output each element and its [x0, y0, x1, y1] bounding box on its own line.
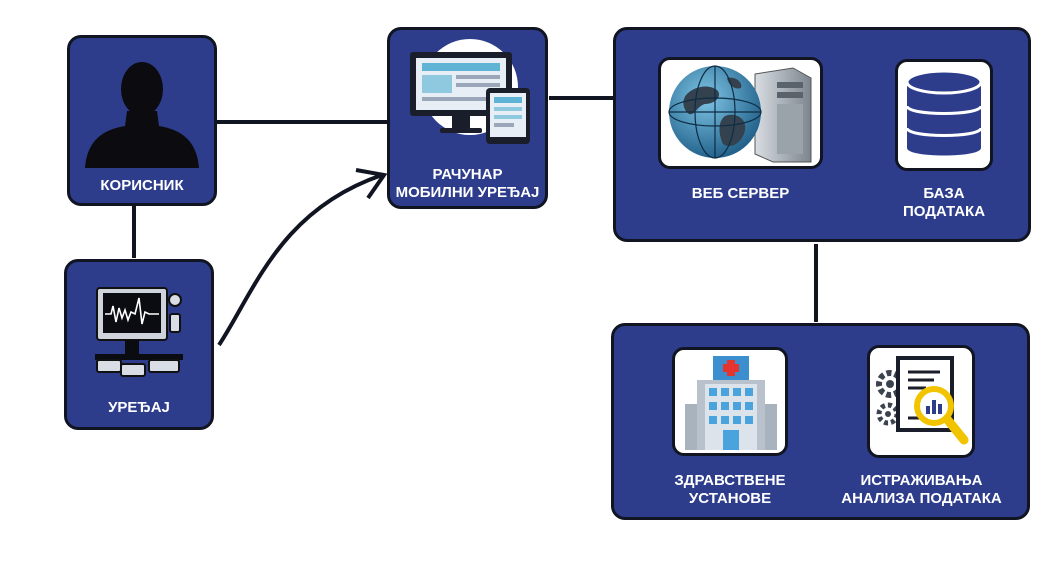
computer-node: РАЧУНАР МОБИЛНИ УРЕЂАЈ [387, 27, 548, 209]
device-label: УРЕЂАЈ [108, 399, 170, 416]
health-tile [672, 347, 788, 456]
computer-label: РАЧУНАР МОБИЛНИ УРЕЂАЈ [395, 166, 540, 201]
user-node: КОРИСНИК [67, 35, 217, 206]
medical-monitor-icon [95, 287, 183, 377]
database-label: БАЗА ПОДАТАКА [902, 185, 986, 220]
consumers-group: ЗДРАВСТВЕНЕ УСТАНОВЕ ИСТРАЖИВАЊА АНАЛИЗА… [611, 323, 1030, 520]
user-label: КОРИСНИК [100, 177, 184, 194]
database-tile [895, 59, 993, 171]
device-to-computer-arrow [217, 173, 383, 347]
research-label: ИСТРАЖИВАЊА АНАЛИЗА ПОДАТАКА [841, 472, 1002, 507]
research-tile [867, 345, 975, 458]
globe-server-icon [668, 65, 812, 163]
computer-tablet-icon [410, 52, 530, 144]
health-label: ЗДРАВСТВЕНЕ УСТАНОВЕ [674, 472, 786, 507]
web-server-tile [658, 57, 823, 169]
user-silhouette-icon [85, 62, 199, 168]
database-icon [905, 69, 983, 156]
device-node: УРЕЂАЈ [64, 259, 214, 430]
web-server-label: ВЕБ СЕРВЕР [691, 185, 790, 202]
report-analysis-icon [876, 356, 969, 445]
arrowhead-icon [355, 168, 388, 200]
hospital-icon [685, 356, 777, 450]
server-group: ВЕБ СЕРВЕР БАЗА ПОДАТАКА [613, 27, 1031, 242]
